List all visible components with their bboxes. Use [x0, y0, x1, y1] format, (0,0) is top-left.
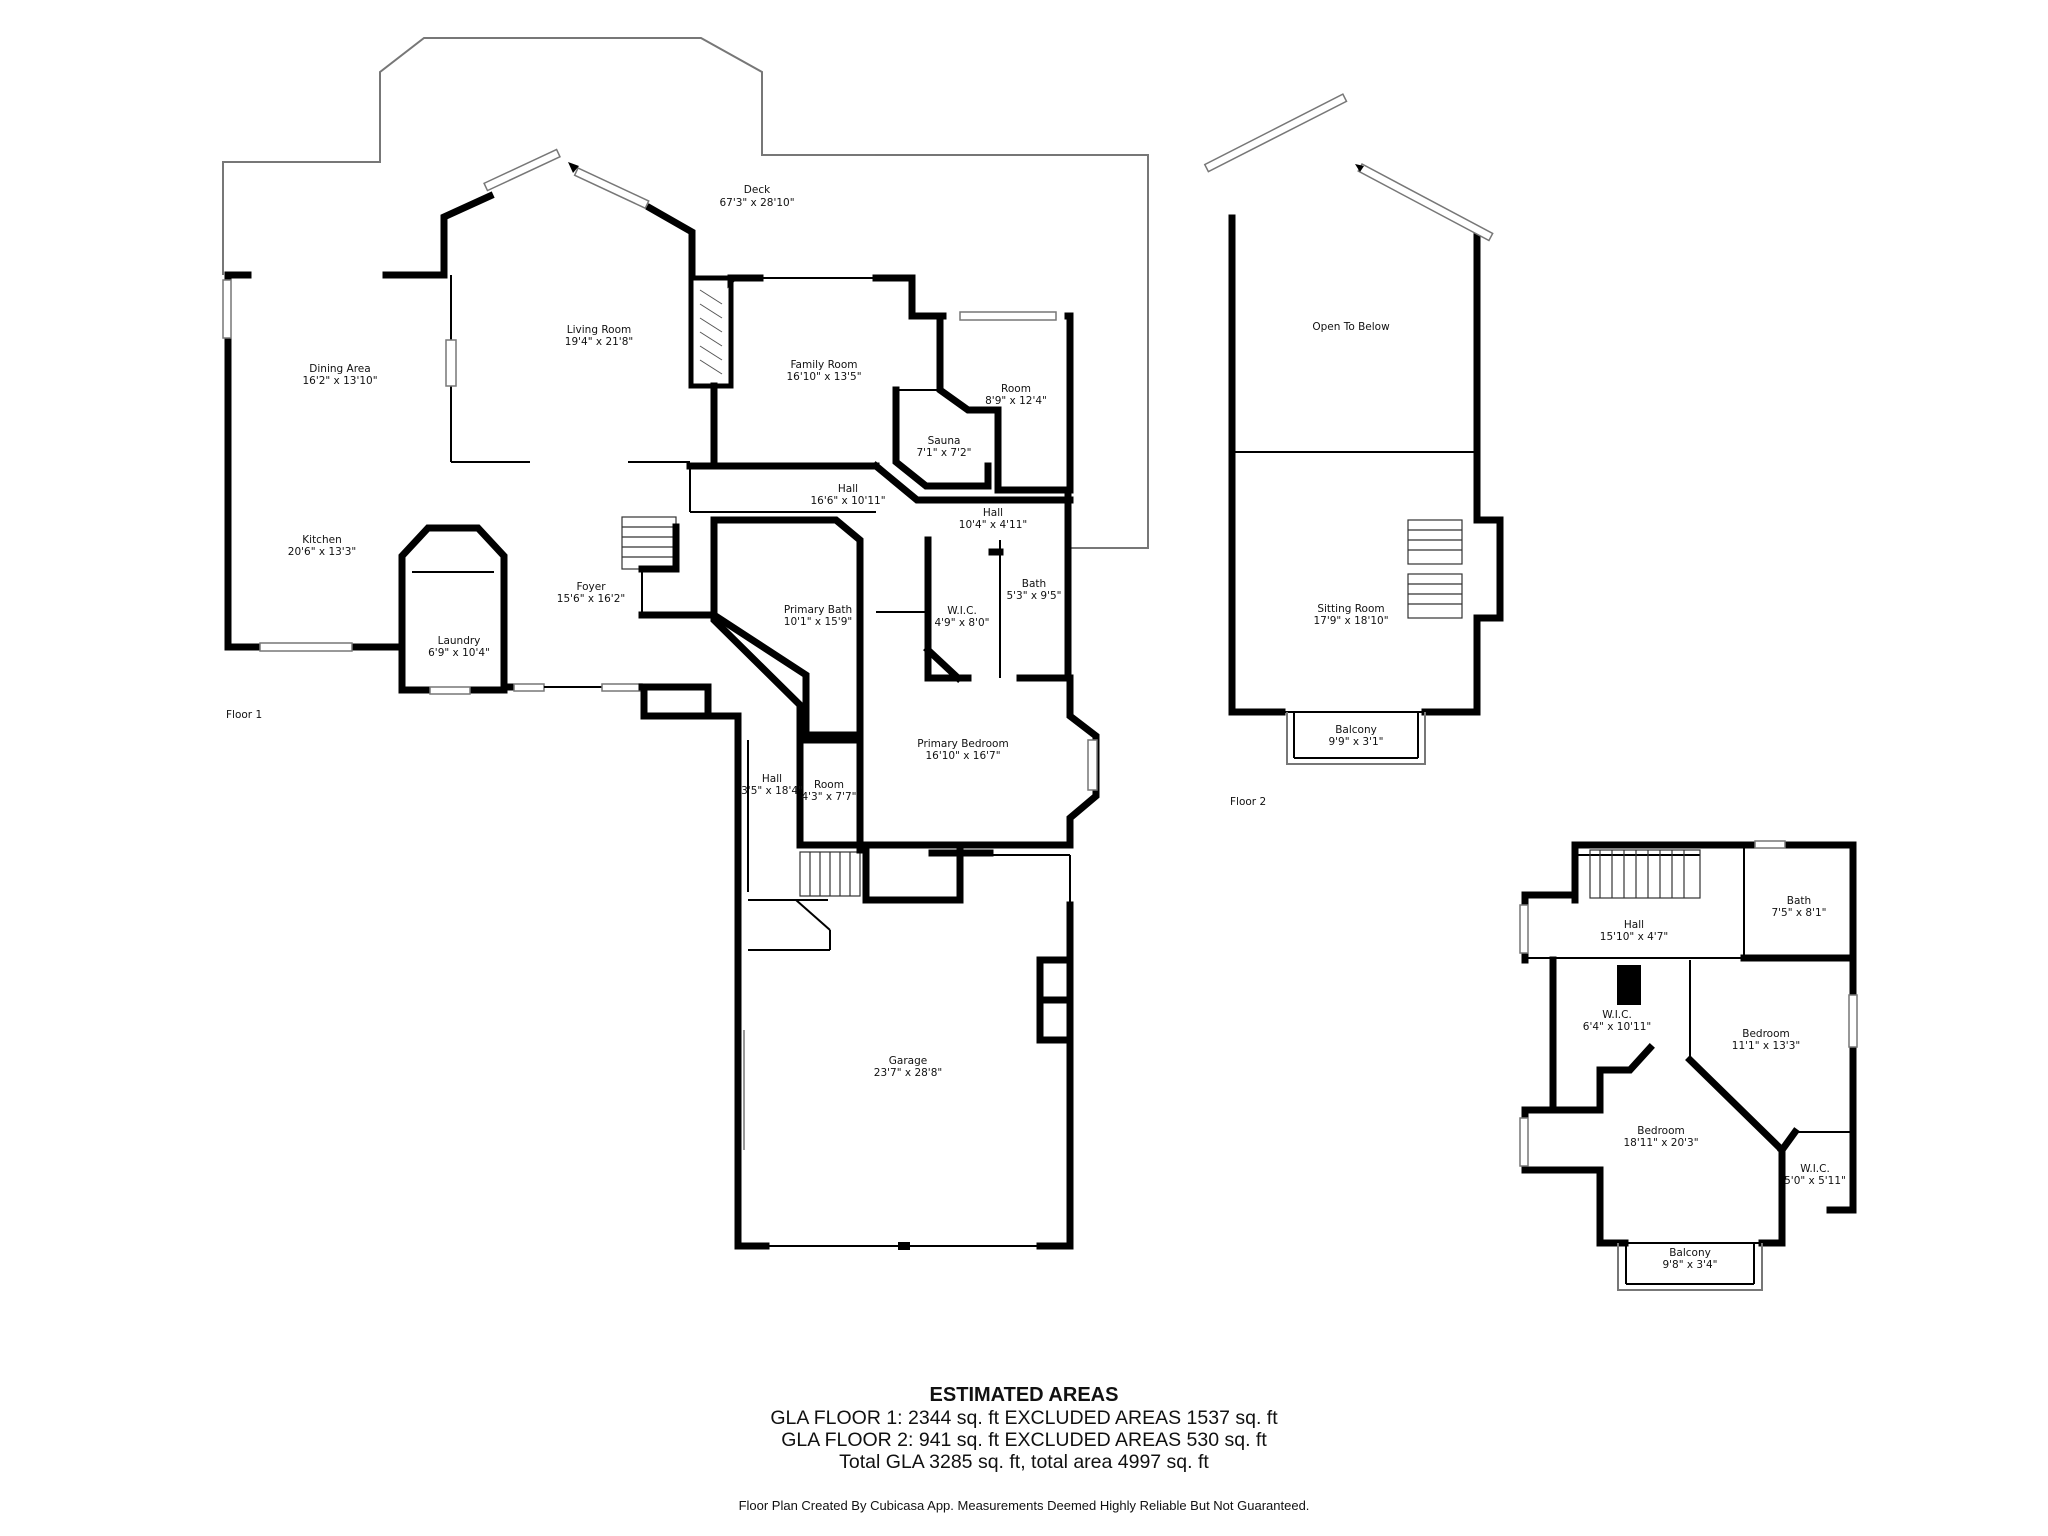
dining-area-dimensions: 16'2" x 13'10": [302, 375, 377, 387]
upper-wic-dimensions: 6'4" x 10'11": [1583, 1021, 1651, 1033]
room-dimensions: 8'9" x 12'4": [985, 395, 1047, 407]
deck-outline: [222, 37, 1149, 549]
sauna-name: Sauna: [928, 435, 961, 447]
deck-name: Deck: [744, 184, 771, 196]
bedroom-2-dimensions: 18'11" x 20'3": [1623, 1137, 1698, 1149]
balcony-2-name: Balcony: [1669, 1247, 1711, 1259]
foyer-dimensions: 15'6" x 16'2": [557, 593, 625, 605]
estimated-areas-block: ESTIMATED AREAS GLA FLOOR 1: 2344 sq. ft…: [0, 1384, 2048, 1473]
sitting-room-dimensions: 17'9" x 18'10": [1313, 615, 1388, 627]
wic-3-dimensions: 5'0" x 5'11": [1784, 1175, 1846, 1187]
kitchen-outer-wall: [224, 271, 406, 651]
garage-dimensions: 23'7" x 28'8": [874, 1067, 942, 1079]
hall-3-name: Hall: [762, 773, 782, 785]
sitting-room-wall: [1228, 214, 1286, 716]
wic-3-name: W.I.C.: [1800, 1163, 1830, 1175]
floor1-stairs: [621, 516, 677, 570]
living-room-dimensions: 19'4" x 21'8": [565, 336, 633, 348]
estimated-areas-title: ESTIMATED AREAS: [929, 1384, 1119, 1406]
balcony-dimensions: 9'9" x 3'1": [1328, 736, 1383, 748]
fireplace: [688, 275, 734, 389]
laundry-name: Laundry: [438, 635, 481, 647]
floor-1-plan: Floor 1: [222, 37, 1149, 1250]
gla-floor-1-line: GLA FLOOR 1: 2344 sq. ft EXCLUDED AREAS …: [770, 1407, 1278, 1429]
wic-name: W.I.C.: [947, 605, 977, 617]
upper-bath-dimensions: 7'5" x 8'1": [1771, 907, 1826, 919]
upper-bath-name: Bath: [1787, 895, 1811, 907]
upper-hall-dimensions: 15'10" x 4'7": [1600, 931, 1668, 943]
bath-dimensions: 5'3" x 9'5": [1006, 590, 1061, 602]
upper-hall-name: Hall: [1624, 919, 1644, 931]
room-name: Room: [1001, 383, 1031, 395]
bath-name: Bath: [1022, 578, 1046, 590]
laundry-wall: [398, 524, 508, 694]
foyer-name: Foyer: [576, 581, 606, 593]
kitchen-dimensions: 20'6" x 13'3": [288, 546, 356, 558]
hall-3-dimensions: 3'5" x 18'4": [741, 785, 803, 797]
balcony-1-outline: [1286, 712, 1426, 765]
living-room-bay-wall: [440, 191, 495, 279]
kitchen-name: Kitchen: [302, 534, 341, 546]
primary-bedroom-name: Primary Bedroom: [917, 738, 1008, 750]
floor-2-room-labels: Open To Below Sitting Room 17'9" x 18'10…: [1312, 321, 1846, 1271]
room-2-dimensions: 4'3" x 7'7": [801, 791, 856, 803]
balcony-name: Balcony: [1335, 724, 1377, 736]
bedroom-name: Bedroom: [1742, 1028, 1790, 1040]
family-room-wall: [727, 274, 764, 289]
dining-area-name: Dining Area: [309, 363, 370, 375]
disclaimer: Floor Plan Created By Cubicasa App. Meas…: [738, 1498, 1310, 1513]
balcony-2-dimensions: 9'8" x 3'4": [1662, 1259, 1717, 1271]
floor-2-label: Floor 2: [1230, 796, 1266, 808]
room-2-name: Room: [814, 779, 844, 791]
garage-wall: [734, 712, 770, 1250]
family-room-dimensions: 16'10" x 13'5": [786, 371, 861, 383]
deck-dimensions: 67'3" x 28'10": [719, 197, 794, 209]
primary-bedroom-dimensions: 16'10" x 16'7": [925, 750, 1000, 762]
balcony-2-outline: [1617, 1243, 1763, 1291]
open-to-below-name: Open To Below: [1312, 321, 1390, 333]
gla-floor-2-line: GLA FLOOR 2: 941 sq. ft EXCLUDED AREAS 5…: [781, 1429, 1267, 1451]
hall-2-name: Hall: [983, 507, 1003, 519]
floor-1-room-labels: Deck 67'3" x 28'10" Living Room 19'4" x …: [288, 184, 1062, 1079]
floor-2-plan: Floor 2: [1203, 93, 1858, 1291]
wic-dimensions: 4'9" x 8'0": [934, 617, 989, 629]
floor-1-label: Floor 1: [226, 709, 262, 721]
sauna-dimensions: 7'1" x 7'2": [916, 447, 971, 459]
laundry-dimensions: 6'9" x 10'4": [428, 647, 490, 659]
bedroom-dimensions: 11'1" x 13'3": [1732, 1040, 1800, 1052]
bedroom-2-name: Bedroom: [1637, 1125, 1685, 1137]
primary-bath-name: Primary Bath: [784, 604, 852, 616]
sitting-room-name: Sitting Room: [1317, 603, 1384, 615]
family-room-name: Family Room: [790, 359, 857, 371]
upper-wic-name: W.I.C.: [1602, 1009, 1632, 1021]
hall-dimensions: 16'6" x 10'11": [810, 495, 885, 507]
living-room-name: Living Room: [567, 324, 631, 336]
total-gla-line: Total GLA 3285 sq. ft, total area 4997 s…: [839, 1451, 1209, 1473]
primary-bath-dimensions: 10'1" x 15'9": [784, 616, 852, 628]
hall-name: Hall: [838, 483, 858, 495]
garage-name: Garage: [889, 1055, 927, 1067]
hall-2-dimensions: 10'4" x 4'11": [959, 519, 1027, 531]
